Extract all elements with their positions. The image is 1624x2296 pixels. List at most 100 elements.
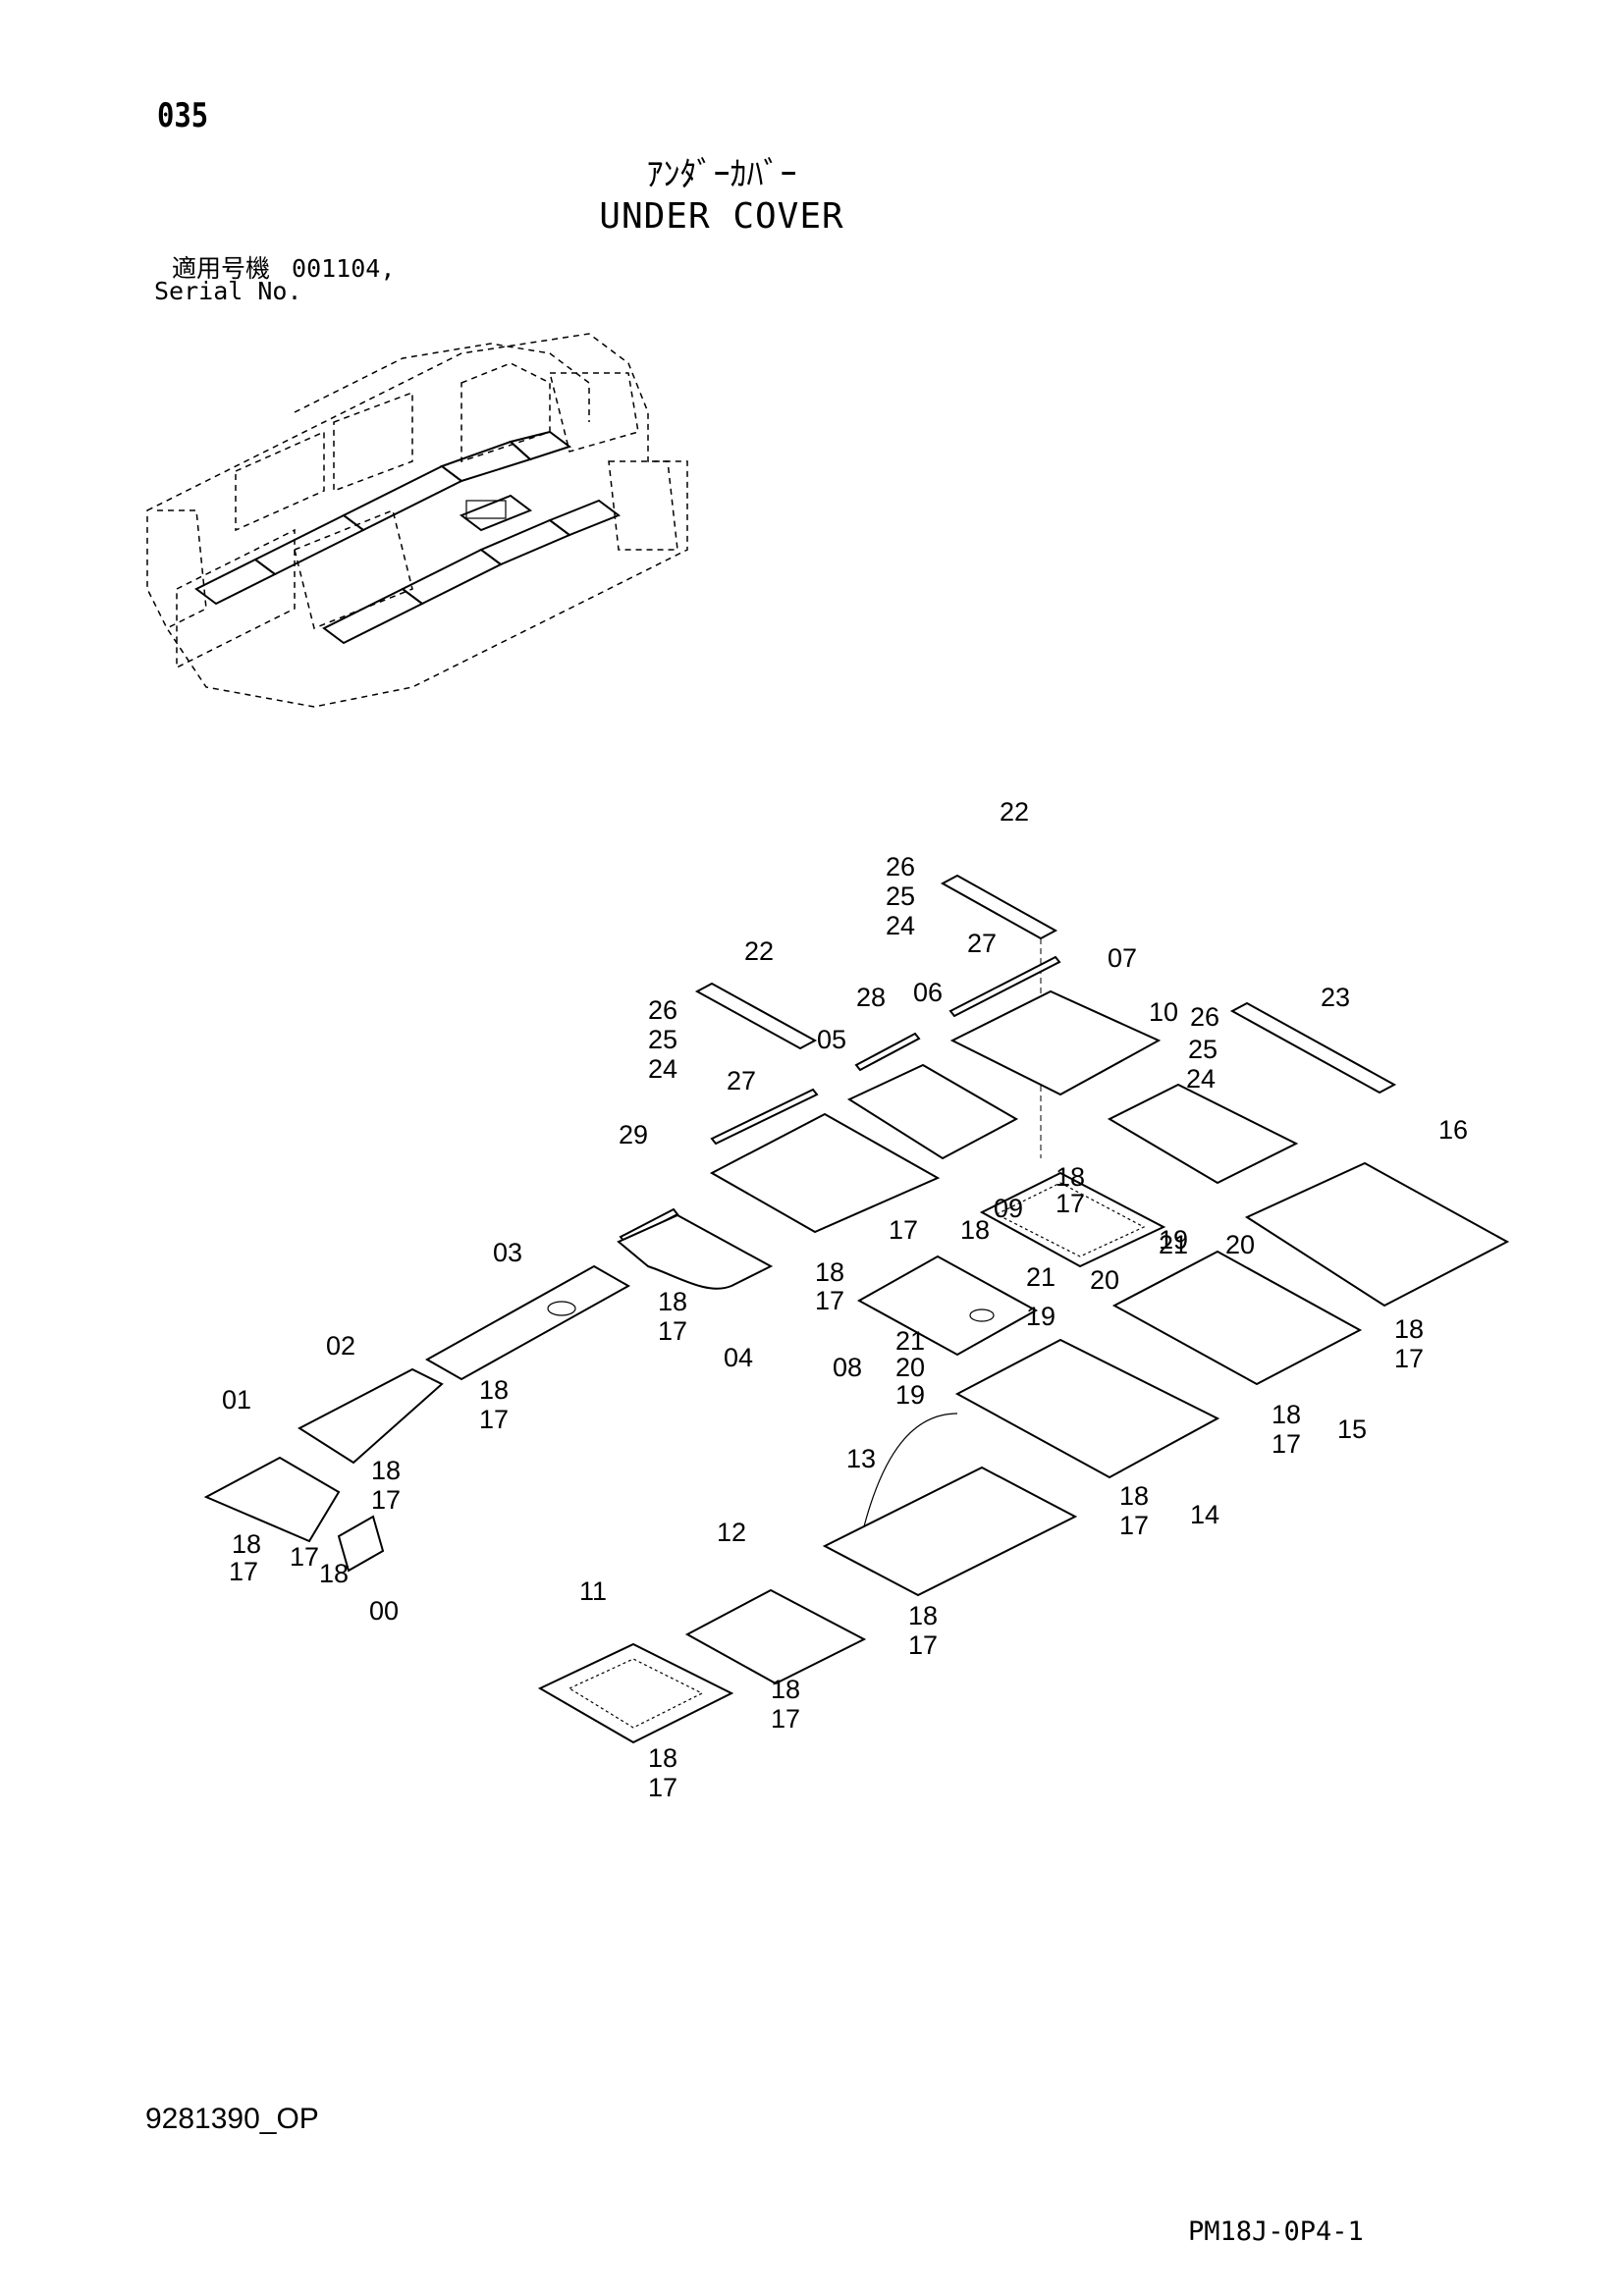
callout-24: 24 xyxy=(1186,1064,1216,1094)
part-13-panel xyxy=(822,1413,1078,1597)
callout-25: 25 xyxy=(1188,1035,1218,1064)
part-27-rod-lower xyxy=(710,1088,819,1146)
part-23-bracket xyxy=(1229,1001,1397,1095)
callout-27: 27 xyxy=(727,1066,756,1095)
title-japanese: ｱﾝﾀﾞｰｶﾊﾞｰ xyxy=(646,155,797,194)
part-06-panel xyxy=(846,1063,1019,1160)
callout-19: 19 xyxy=(1159,1225,1188,1255)
callout-17: 17 xyxy=(1119,1511,1149,1540)
callout-03: 03 xyxy=(493,1238,522,1267)
part-05-panel xyxy=(709,1112,941,1234)
callout-21: 21 xyxy=(1159,1230,1188,1259)
part-02-panel xyxy=(298,1367,444,1465)
part-14-panel xyxy=(954,1338,1220,1479)
callout-17: 17 xyxy=(1056,1189,1085,1218)
serial-value: 001104, xyxy=(292,254,396,283)
part-09-grille xyxy=(979,1171,1166,1268)
part-12-panel xyxy=(684,1588,867,1685)
callout-27: 27 xyxy=(967,929,997,958)
callout-17: 17 xyxy=(648,1773,677,1802)
serial-label-jp: 適用号機 xyxy=(172,254,271,283)
callout-26: 26 xyxy=(648,995,677,1025)
callout-00: 00 xyxy=(369,1596,399,1626)
callout-18: 18 xyxy=(479,1375,509,1405)
callout-18: 18 xyxy=(771,1675,800,1704)
callout-labels: 22 26 25 24 27 07 22 26 25 24 28 06 05 1… xyxy=(222,797,1468,1802)
callout-17: 17 xyxy=(290,1542,319,1572)
callout-12: 12 xyxy=(717,1518,746,1547)
callout-17: 17 xyxy=(771,1704,800,1734)
part-00-bracket xyxy=(337,1515,385,1573)
serial-line: 適用号機 001104, xyxy=(172,249,416,285)
callout-18: 18 xyxy=(658,1287,687,1316)
callout-08: 08 xyxy=(833,1353,862,1382)
callout-18: 18 xyxy=(648,1743,677,1773)
part-04-panel xyxy=(617,1213,774,1290)
callout-06: 06 xyxy=(913,978,943,1007)
part-10-panel xyxy=(1107,1083,1299,1185)
callout-17: 17 xyxy=(479,1405,509,1434)
page-number: 035 xyxy=(157,96,209,135)
callout-25: 25 xyxy=(886,881,915,911)
callout-21: 21 xyxy=(895,1326,925,1356)
callout-04: 04 xyxy=(724,1343,753,1372)
callout-26: 26 xyxy=(1190,1002,1219,1032)
callout-11: 11 xyxy=(579,1576,607,1606)
callout-02: 02 xyxy=(326,1331,355,1361)
callout-22: 22 xyxy=(744,936,774,966)
callout-20: 20 xyxy=(1225,1230,1255,1259)
callout-25: 25 xyxy=(648,1025,677,1054)
callout-18: 18 xyxy=(908,1601,938,1630)
callout-18: 18 xyxy=(371,1456,401,1485)
part-22-bracket-left xyxy=(694,982,818,1050)
callout-17: 17 xyxy=(889,1215,918,1245)
callout-20: 20 xyxy=(895,1353,925,1382)
part-28-rod xyxy=(854,1032,921,1072)
callout-17: 17 xyxy=(1272,1429,1301,1459)
part-27-rod-upper xyxy=(948,955,1061,1018)
callout-05: 05 xyxy=(817,1025,846,1054)
document-code: 9281390_OP xyxy=(145,2103,319,2135)
callout-18: 18 xyxy=(232,1529,261,1559)
callout-16: 16 xyxy=(1438,1115,1468,1145)
callout-17: 17 xyxy=(1394,1344,1424,1373)
machine-overview-sketch xyxy=(146,333,688,708)
callout-01: 01 xyxy=(222,1385,251,1415)
callout-18: 18 xyxy=(319,1559,349,1588)
callout-18: 18 xyxy=(1394,1314,1424,1344)
callout-18: 18 xyxy=(1272,1400,1301,1429)
serial-label-en: Serial No. xyxy=(154,277,302,305)
part-16-panel xyxy=(1244,1161,1510,1308)
sheet-code: PM18J-0P4-1 xyxy=(1188,2216,1364,2247)
callout-28: 28 xyxy=(856,983,886,1012)
callout-09: 09 xyxy=(994,1194,1023,1223)
callout-17: 17 xyxy=(908,1630,938,1660)
callout-18: 18 xyxy=(1056,1162,1085,1192)
part-11-grille xyxy=(537,1642,734,1744)
callout-24: 24 xyxy=(648,1054,677,1084)
callout-18: 18 xyxy=(1119,1481,1149,1511)
callout-18: 18 xyxy=(960,1215,990,1245)
callout-18: 18 xyxy=(815,1257,844,1287)
part-15-panel xyxy=(1111,1250,1363,1386)
callout-19: 19 xyxy=(1026,1302,1056,1331)
part-01-panel xyxy=(203,1456,341,1543)
callout-22: 22 xyxy=(1000,797,1029,827)
callout-19: 19 xyxy=(895,1380,925,1410)
callout-24: 24 xyxy=(886,911,915,940)
callout-26: 26 xyxy=(886,852,915,881)
callout-15: 15 xyxy=(1337,1415,1367,1444)
callout-21: 21 xyxy=(1026,1262,1056,1292)
callout-23: 23 xyxy=(1321,983,1350,1012)
part-07-panel xyxy=(949,989,1162,1096)
callout-17: 17 xyxy=(815,1286,844,1315)
part-03-panel xyxy=(424,1264,631,1381)
callout-07: 07 xyxy=(1108,943,1137,973)
callout-14: 14 xyxy=(1190,1500,1219,1529)
callout-17: 17 xyxy=(658,1316,687,1346)
callout-17: 17 xyxy=(371,1485,401,1515)
callout-17: 17 xyxy=(229,1557,258,1586)
callout-20: 20 xyxy=(1090,1265,1119,1295)
callout-13: 13 xyxy=(846,1444,876,1473)
